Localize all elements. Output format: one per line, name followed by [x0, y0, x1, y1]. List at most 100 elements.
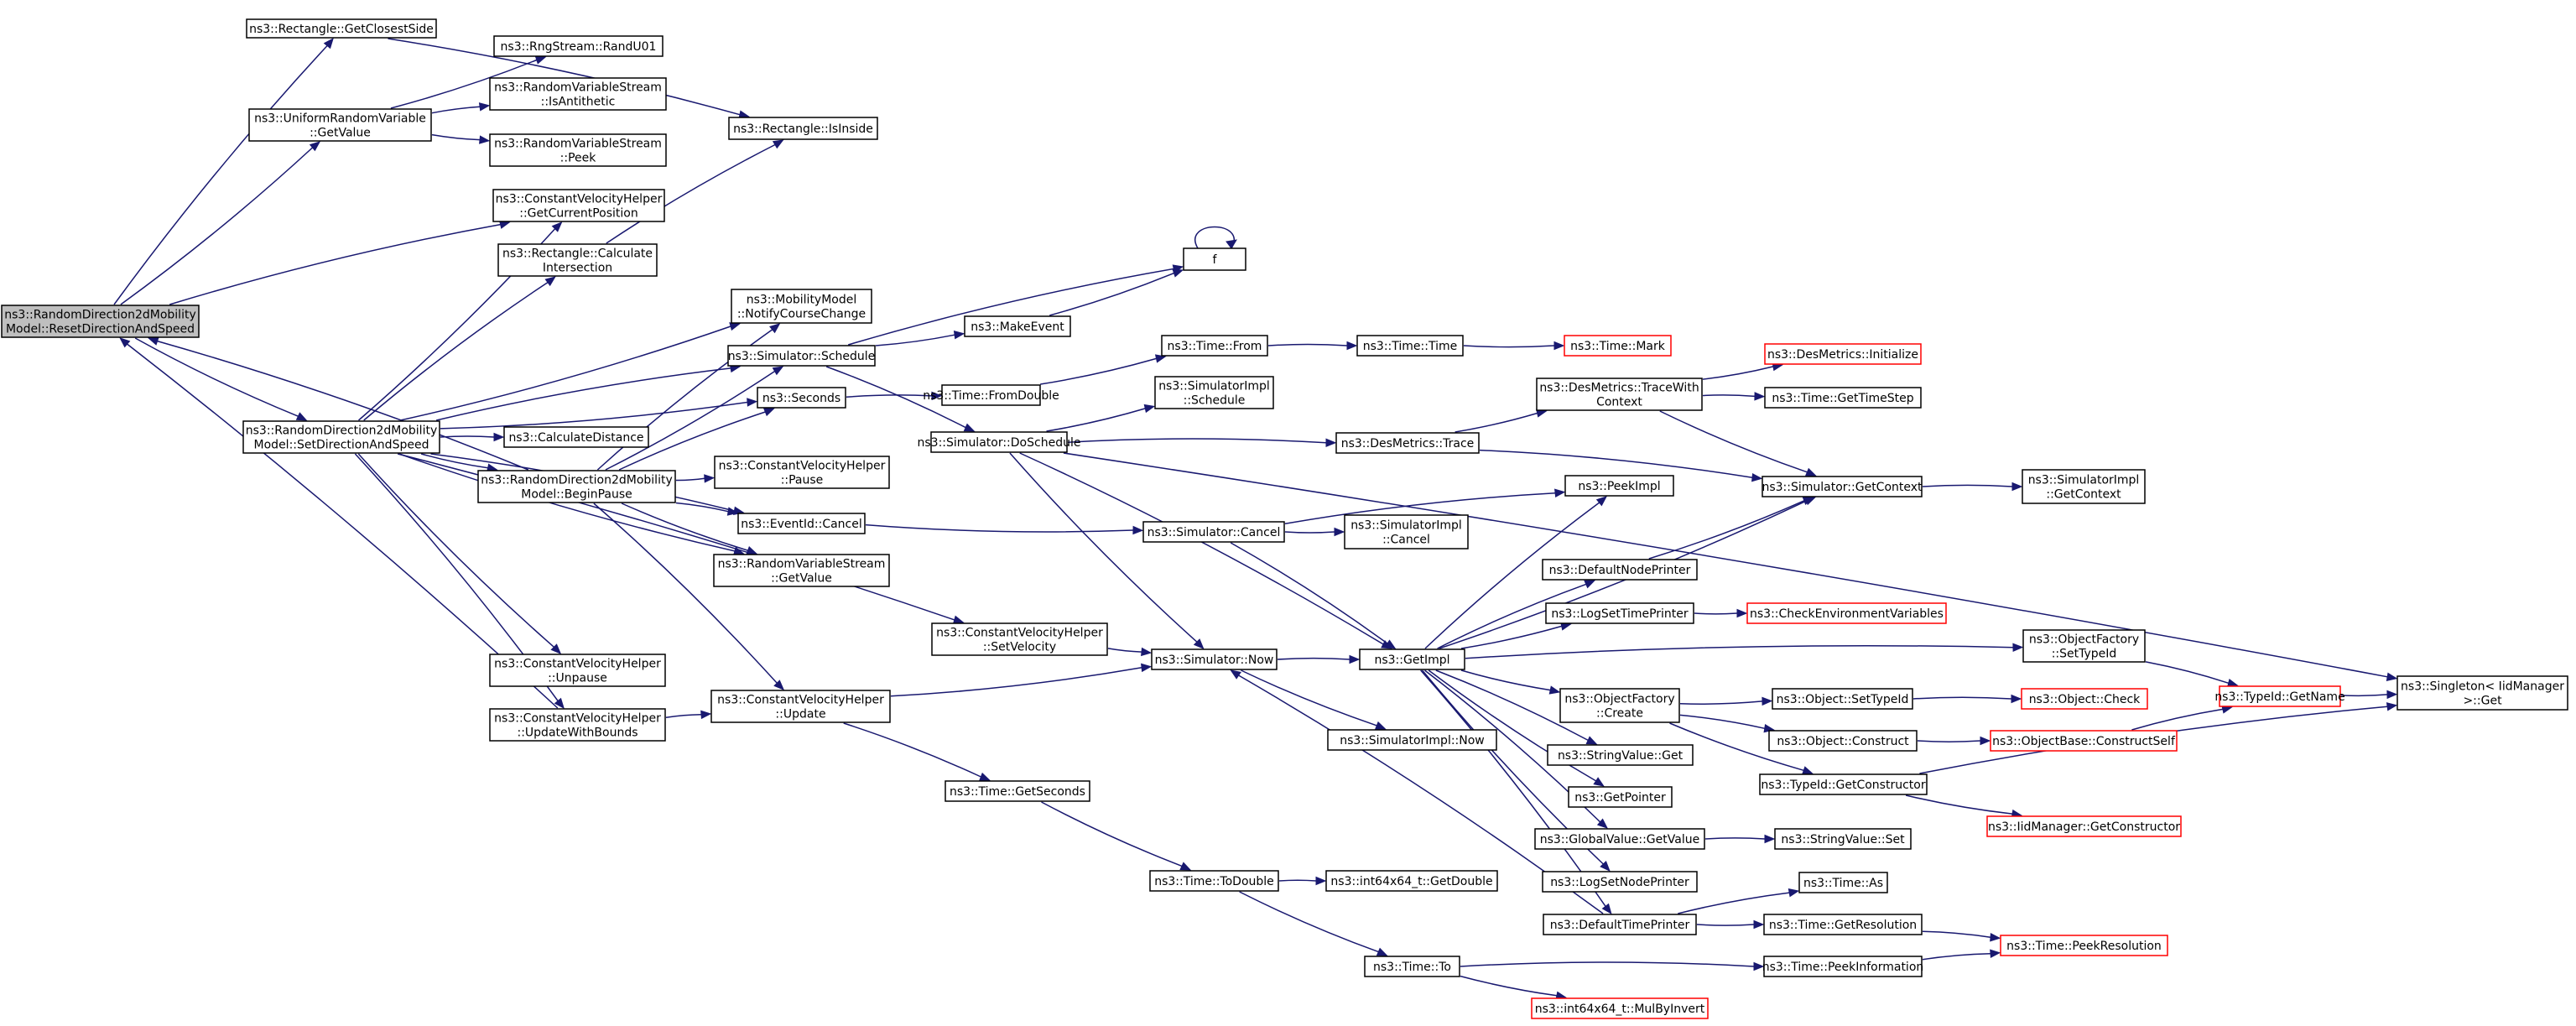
function-node-objConstruct[interactable]: ns3::Object::Construct	[1768, 730, 1918, 752]
function-node-typeIdGetName[interactable]: ns3::TypeId::GetName	[2214, 685, 2345, 707]
function-node-f[interactable]: f	[1183, 247, 1246, 271]
function-node-root[interactable]: ns3::RandomDirection2dMobilityModel::Res…	[1, 305, 200, 338]
node-box	[1327, 729, 1497, 751]
function-node-simNow[interactable]: ns3::Simulator::Now	[1151, 648, 1278, 670]
function-node-beginPause[interactable]: ns3::RandomDirection2dMobilityModel::Beg…	[477, 470, 676, 503]
call-edge-simCancel-to-simImplCancel	[1284, 527, 1345, 537]
function-node-timeGetSeconds[interactable]: ns3::Time::GetSeconds	[945, 780, 1090, 802]
node-label-line: ns3::IidManager::GetConstructor	[1988, 820, 2180, 834]
node-label-line: ns3::GetPointer	[1574, 791, 1666, 805]
function-node-getImpl[interactable]: ns3::GetImpl	[1359, 648, 1465, 670]
node-label-line: ns3::Seconds	[762, 392, 840, 405]
function-node-timeAs[interactable]: ns3::Time::As	[1798, 872, 1888, 893]
function-node-makeEvent[interactable]: ns3::MakeEvent	[964, 315, 1071, 337]
function-node-rvsGetValue[interactable]: ns3::RandomVariableStream::GetValue	[713, 554, 890, 587]
node-box	[1798, 872, 1888, 893]
node-box	[1990, 730, 2178, 752]
node-box	[1542, 559, 1698, 581]
function-node-stringValueGet[interactable]: ns3::StringValue::Get	[1547, 744, 1694, 766]
function-node-cvPause[interactable]: ns3::ConstantVelocityHelper::Pause	[714, 456, 890, 489]
function-node-rectInside[interactable]: ns3::Rectangle::IsInside	[728, 117, 878, 140]
function-node-objCheck[interactable]: ns3::Object::Check	[2021, 688, 2148, 710]
function-node-timeTo[interactable]: ns3::Time::To	[1364, 956, 1460, 977]
call-edge-ofCreate-to-objConstruct	[1679, 714, 1776, 733]
node-label-line: ns3::ConstantVelocityHelper	[494, 658, 661, 671]
function-node-peekImpl[interactable]: ns3::PeekImpl	[1564, 475, 1674, 497]
function-node-checkEnv[interactable]: ns3::CheckEnvironmentVariables	[1746, 602, 1947, 624]
function-node-simCancel[interactable]: ns3::Simulator::Cancel	[1142, 521, 1285, 543]
node-label-line: ns3::Rectangle::Calculate	[502, 247, 653, 261]
function-node-singletonGet[interactable]: ns3::Singleton< IidManager>::Get	[2396, 675, 2568, 711]
function-node-timeTime[interactable]: ns3::Time::Time	[1356, 335, 1464, 357]
function-node-ofCreate[interactable]: ns3::ObjectFactory::Create	[1559, 688, 1680, 723]
function-node-cvSetVel[interactable]: ns3::ConstantVelocityHelper::SetVelocity	[931, 622, 1108, 656]
node-label-line: ::GetValue	[310, 127, 371, 140]
function-node-int64GetDouble[interactable]: ns3::int64x64_t::GetDouble	[1325, 870, 1498, 892]
function-node-simSchedule[interactable]: ns3::Simulator::Schedule	[727, 345, 876, 367]
function-node-typeIdGetConstructor[interactable]: ns3::TypeId::GetConstructor	[1759, 773, 1928, 795]
function-node-stringValueSet[interactable]: ns3::StringValue::Set	[1774, 828, 1912, 850]
function-node-simImplNow[interactable]: ns3::SimulatorImpl::Now	[1327, 729, 1497, 751]
function-node-getPointer[interactable]: ns3::GetPointer	[1568, 786, 1673, 808]
call-edge-simDoSchedule-to-simNow	[1009, 452, 1205, 649]
node-box	[1534, 828, 1705, 850]
node-label-line: ns3::Rectangle::GetClosestSide	[249, 23, 434, 36]
function-node-cvUpdateBounds[interactable]: ns3::ConstantVelocityHelper::UpdateWithB…	[489, 708, 666, 742]
function-node-timeFrom[interactable]: ns3::Time::From	[1161, 335, 1268, 357]
call-edge-timeFromDouble-to-timeFrom	[1040, 354, 1167, 385]
node-label-line: ::Schedule	[1184, 394, 1246, 408]
call-edge-beginPause-to-cvUpdate	[593, 503, 785, 690]
function-node-timeToDouble[interactable]: ns3::Time::ToDouble	[1149, 870, 1279, 892]
function-node-simImplCancel[interactable]: ns3::SimulatorImpl::Cancel	[1344, 514, 1469, 549]
function-node-cvGetPos[interactable]: ns3::ConstantVelocityHelper::GetCurrentP…	[492, 189, 665, 222]
function-node-simImplGetContext[interactable]: ns3::SimulatorImpl::GetContext	[2022, 469, 2146, 504]
node-label-line: ns3::Object::SetTypeId	[1777, 693, 1909, 706]
function-node-calcDist[interactable]: ns3::CalculateDistance	[503, 426, 649, 448]
function-node-globalValueGet[interactable]: ns3::GlobalValue::GetValue	[1534, 828, 1705, 850]
call-edge-desTrace-to-simGetContext	[1479, 449, 1763, 482]
function-node-defaultNodePrinter[interactable]: ns3::DefaultNodePrinter	[1542, 559, 1698, 581]
node-label-line: ns3::RandomDirection2dMobility	[246, 424, 437, 438]
function-node-timePeekInfo[interactable]: ns3::Time::PeekInformation	[1762, 956, 1924, 977]
function-node-int64MulByInvert[interactable]: ns3::int64x64_t::MulByInvert	[1531, 997, 1709, 1019]
function-node-objSetTypeId[interactable]: ns3::Object::SetTypeId	[1772, 688, 1913, 710]
function-node-simGetContext[interactable]: ns3::Simulator::GetContext	[1762, 476, 1923, 497]
function-node-objBaseConstructSelf[interactable]: ns3::ObjectBase::ConstructSelf	[1990, 730, 2178, 752]
function-node-timeGetResolution[interactable]: ns3::Time::GetResolution	[1763, 914, 1923, 935]
call-edge-beginPause-to-eventCancel	[675, 502, 739, 516]
function-node-simImplSchedule[interactable]: ns3::SimulatorImpl::Schedule	[1154, 376, 1274, 409]
function-node-setDir[interactable]: ns3::RandomDirection2dMobilityModel::Set…	[242, 420, 440, 454]
function-node-uniformGet[interactable]: ns3::UniformRandomVariable::GetValue	[248, 108, 432, 142]
node-box	[1531, 997, 1709, 1019]
function-node-mmNotify[interactable]: ns3::MobilityModel::NotifyCourseChange	[731, 289, 872, 324]
function-node-timePeekResolution[interactable]: ns3::Time::PeekResolution	[2000, 935, 2168, 956]
function-node-timeGetTimeStep[interactable]: ns3::Time::GetTimeStep	[1764, 387, 1922, 409]
node-box	[493, 35, 664, 57]
function-node-cvUpdate[interactable]: ns3::ConstantVelocityHelper::Update	[710, 690, 891, 723]
function-node-logSetTimePrinter[interactable]: ns3::LogSetTimePrinter	[1545, 602, 1694, 624]
function-node-timeFromDouble[interactable]: ns3::Time::FromDouble	[923, 384, 1059, 406]
node-box	[714, 456, 890, 489]
function-node-eventCancel[interactable]: ns3::EventId::Cancel	[737, 513, 866, 534]
function-node-logSetNodePrinter[interactable]: ns3::LogSetNodePrinter	[1542, 871, 1698, 893]
node-label-line: ns3::int64x64_t::MulByInvert	[1535, 1003, 1705, 1016]
function-node-rvsAnti[interactable]: ns3::RandomVariableStream::IsAntithetic	[489, 77, 667, 111]
call-edge-root-to-rectClosest	[113, 37, 334, 305]
function-node-simDoSchedule[interactable]: ns3::Simulator::DoSchedule	[918, 431, 1081, 453]
function-node-rngRand[interactable]: ns3::RngStream::RandU01	[493, 35, 664, 57]
function-node-desTrace[interactable]: ns3::DesMetrics::Trace	[1335, 432, 1480, 454]
function-node-rvsPeek[interactable]: ns3::RandomVariableStream::Peek	[489, 133, 667, 167]
call-edge-cvUpdate-to-timeGetSeconds	[843, 722, 991, 781]
node-box	[728, 117, 878, 140]
function-node-timeMark[interactable]: ns3::Time::Mark	[1564, 335, 1672, 357]
function-node-ofSetTypeId[interactable]: ns3::ObjectFactory::SetTypeId	[2022, 629, 2146, 663]
function-node-desInit[interactable]: ns3::DesMetrics::Initialize	[1764, 343, 1922, 365]
function-node-rectClosest[interactable]: ns3::Rectangle::GetClosestSide	[246, 18, 437, 39]
function-node-defaultTimePrinter[interactable]: ns3::DefaultTimePrinter	[1543, 914, 1697, 935]
function-node-seconds[interactable]: ns3::Seconds	[757, 387, 846, 409]
node-box	[710, 690, 891, 723]
function-node-cvUnpause[interactable]: ns3::ConstantVelocityHelper::Unpause	[489, 654, 666, 687]
function-node-iidGetConstructor[interactable]: ns3::IidManager::GetConstructor	[1986, 815, 2182, 837]
